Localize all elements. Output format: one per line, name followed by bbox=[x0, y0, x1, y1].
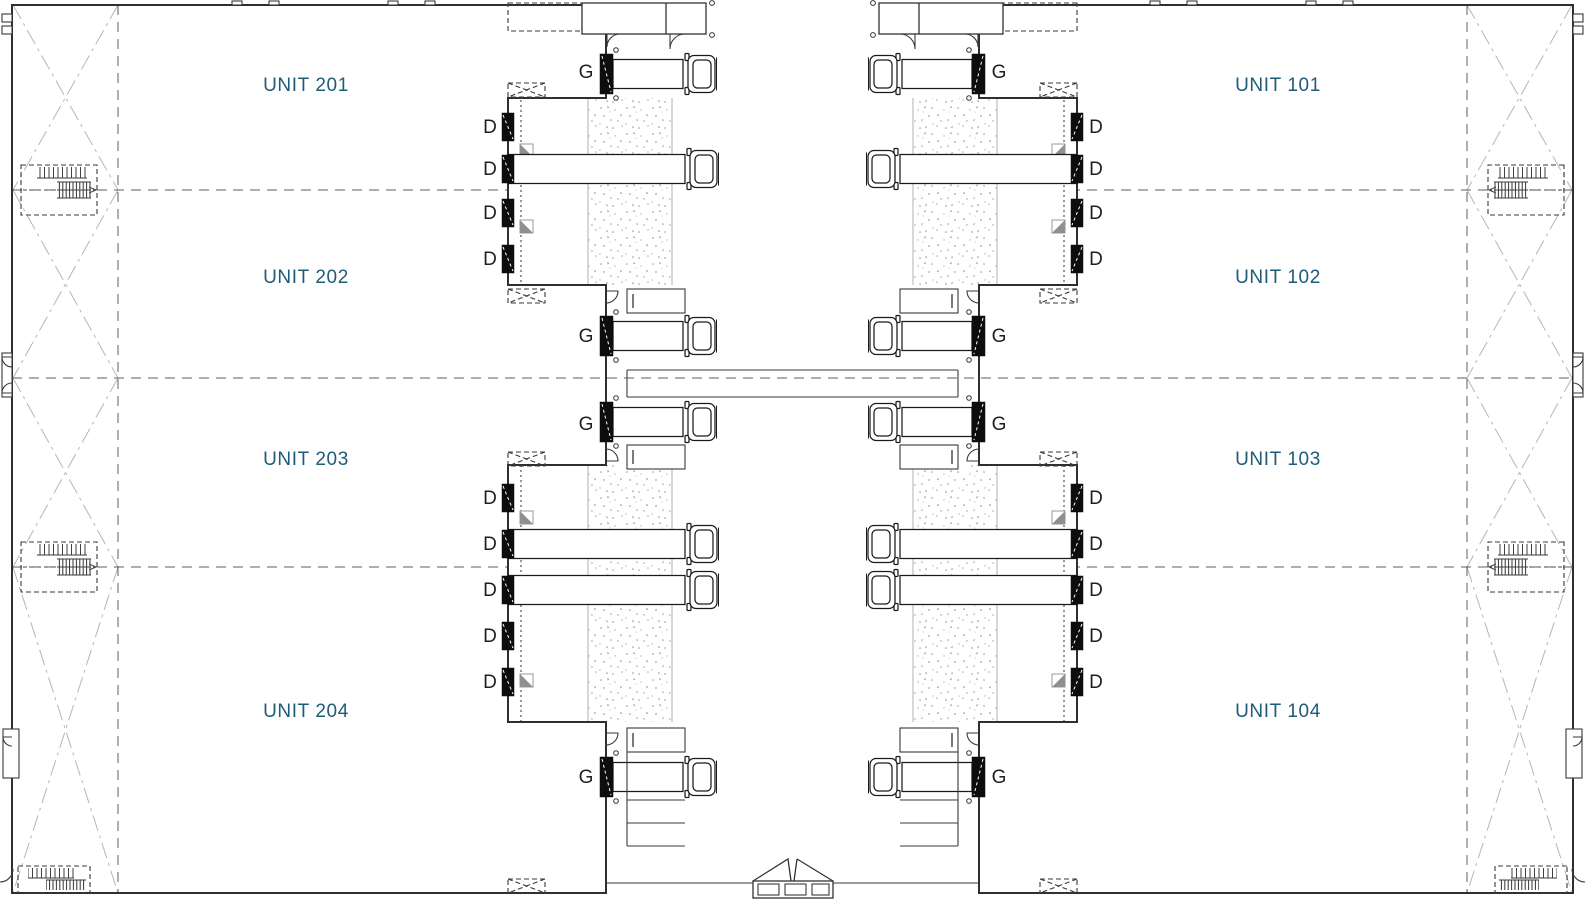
dock-door-label: D bbox=[1089, 626, 1103, 647]
dock-door-label: D bbox=[483, 203, 497, 224]
dock-door-label: D bbox=[483, 672, 497, 693]
dock-door-label: D bbox=[1089, 534, 1103, 555]
unit-label-101: UNIT 101 bbox=[1235, 75, 1321, 96]
grade-door-label: G bbox=[992, 326, 1007, 347]
unit-label-203: UNIT 203 bbox=[263, 449, 349, 470]
grade-door-label: G bbox=[579, 62, 594, 83]
unit-label-201: UNIT 201 bbox=[263, 75, 349, 96]
center-court bbox=[12, 377, 1573, 899]
dock-door-label: D bbox=[483, 117, 497, 138]
dock-door-label: D bbox=[1089, 672, 1103, 693]
grade-door-label: G bbox=[579, 767, 594, 788]
grade-door-label: G bbox=[992, 767, 1007, 788]
unit-label-204: UNIT 204 bbox=[263, 701, 349, 722]
dock-door-label: D bbox=[1089, 249, 1103, 270]
unit-label-104: UNIT 104 bbox=[1235, 701, 1321, 722]
grade-door-label: G bbox=[579, 326, 594, 347]
building-west bbox=[0, 1, 795, 893]
grade-door-label: G bbox=[579, 414, 594, 435]
dock-door-label: D bbox=[1089, 159, 1103, 180]
dock-door-label: D bbox=[483, 488, 497, 509]
dock-door-label: D bbox=[1089, 488, 1103, 509]
dock-door-label: D bbox=[483, 580, 497, 601]
building-east bbox=[790, 1, 1585, 893]
unit-label-103: UNIT 103 bbox=[1235, 449, 1321, 470]
dock-door-label: D bbox=[1089, 203, 1103, 224]
dock-door-label: D bbox=[483, 626, 497, 647]
dock-door-label: D bbox=[1089, 580, 1103, 601]
unit-label-102: UNIT 102 bbox=[1235, 267, 1321, 288]
unit-label-202: UNIT 202 bbox=[263, 267, 349, 288]
dock-door-label: D bbox=[1089, 117, 1103, 138]
dock-door-label: D bbox=[483, 249, 497, 270]
dock-door-label: D bbox=[483, 159, 497, 180]
entry-feature-icon bbox=[752, 857, 834, 899]
grade-door-label: G bbox=[992, 62, 1007, 83]
labels: UNIT 201 UNIT 202 UNIT 203 UNIT 204 UNIT… bbox=[263, 62, 1321, 788]
dock-door-label: D bbox=[483, 534, 497, 555]
grade-door-label: G bbox=[992, 414, 1007, 435]
